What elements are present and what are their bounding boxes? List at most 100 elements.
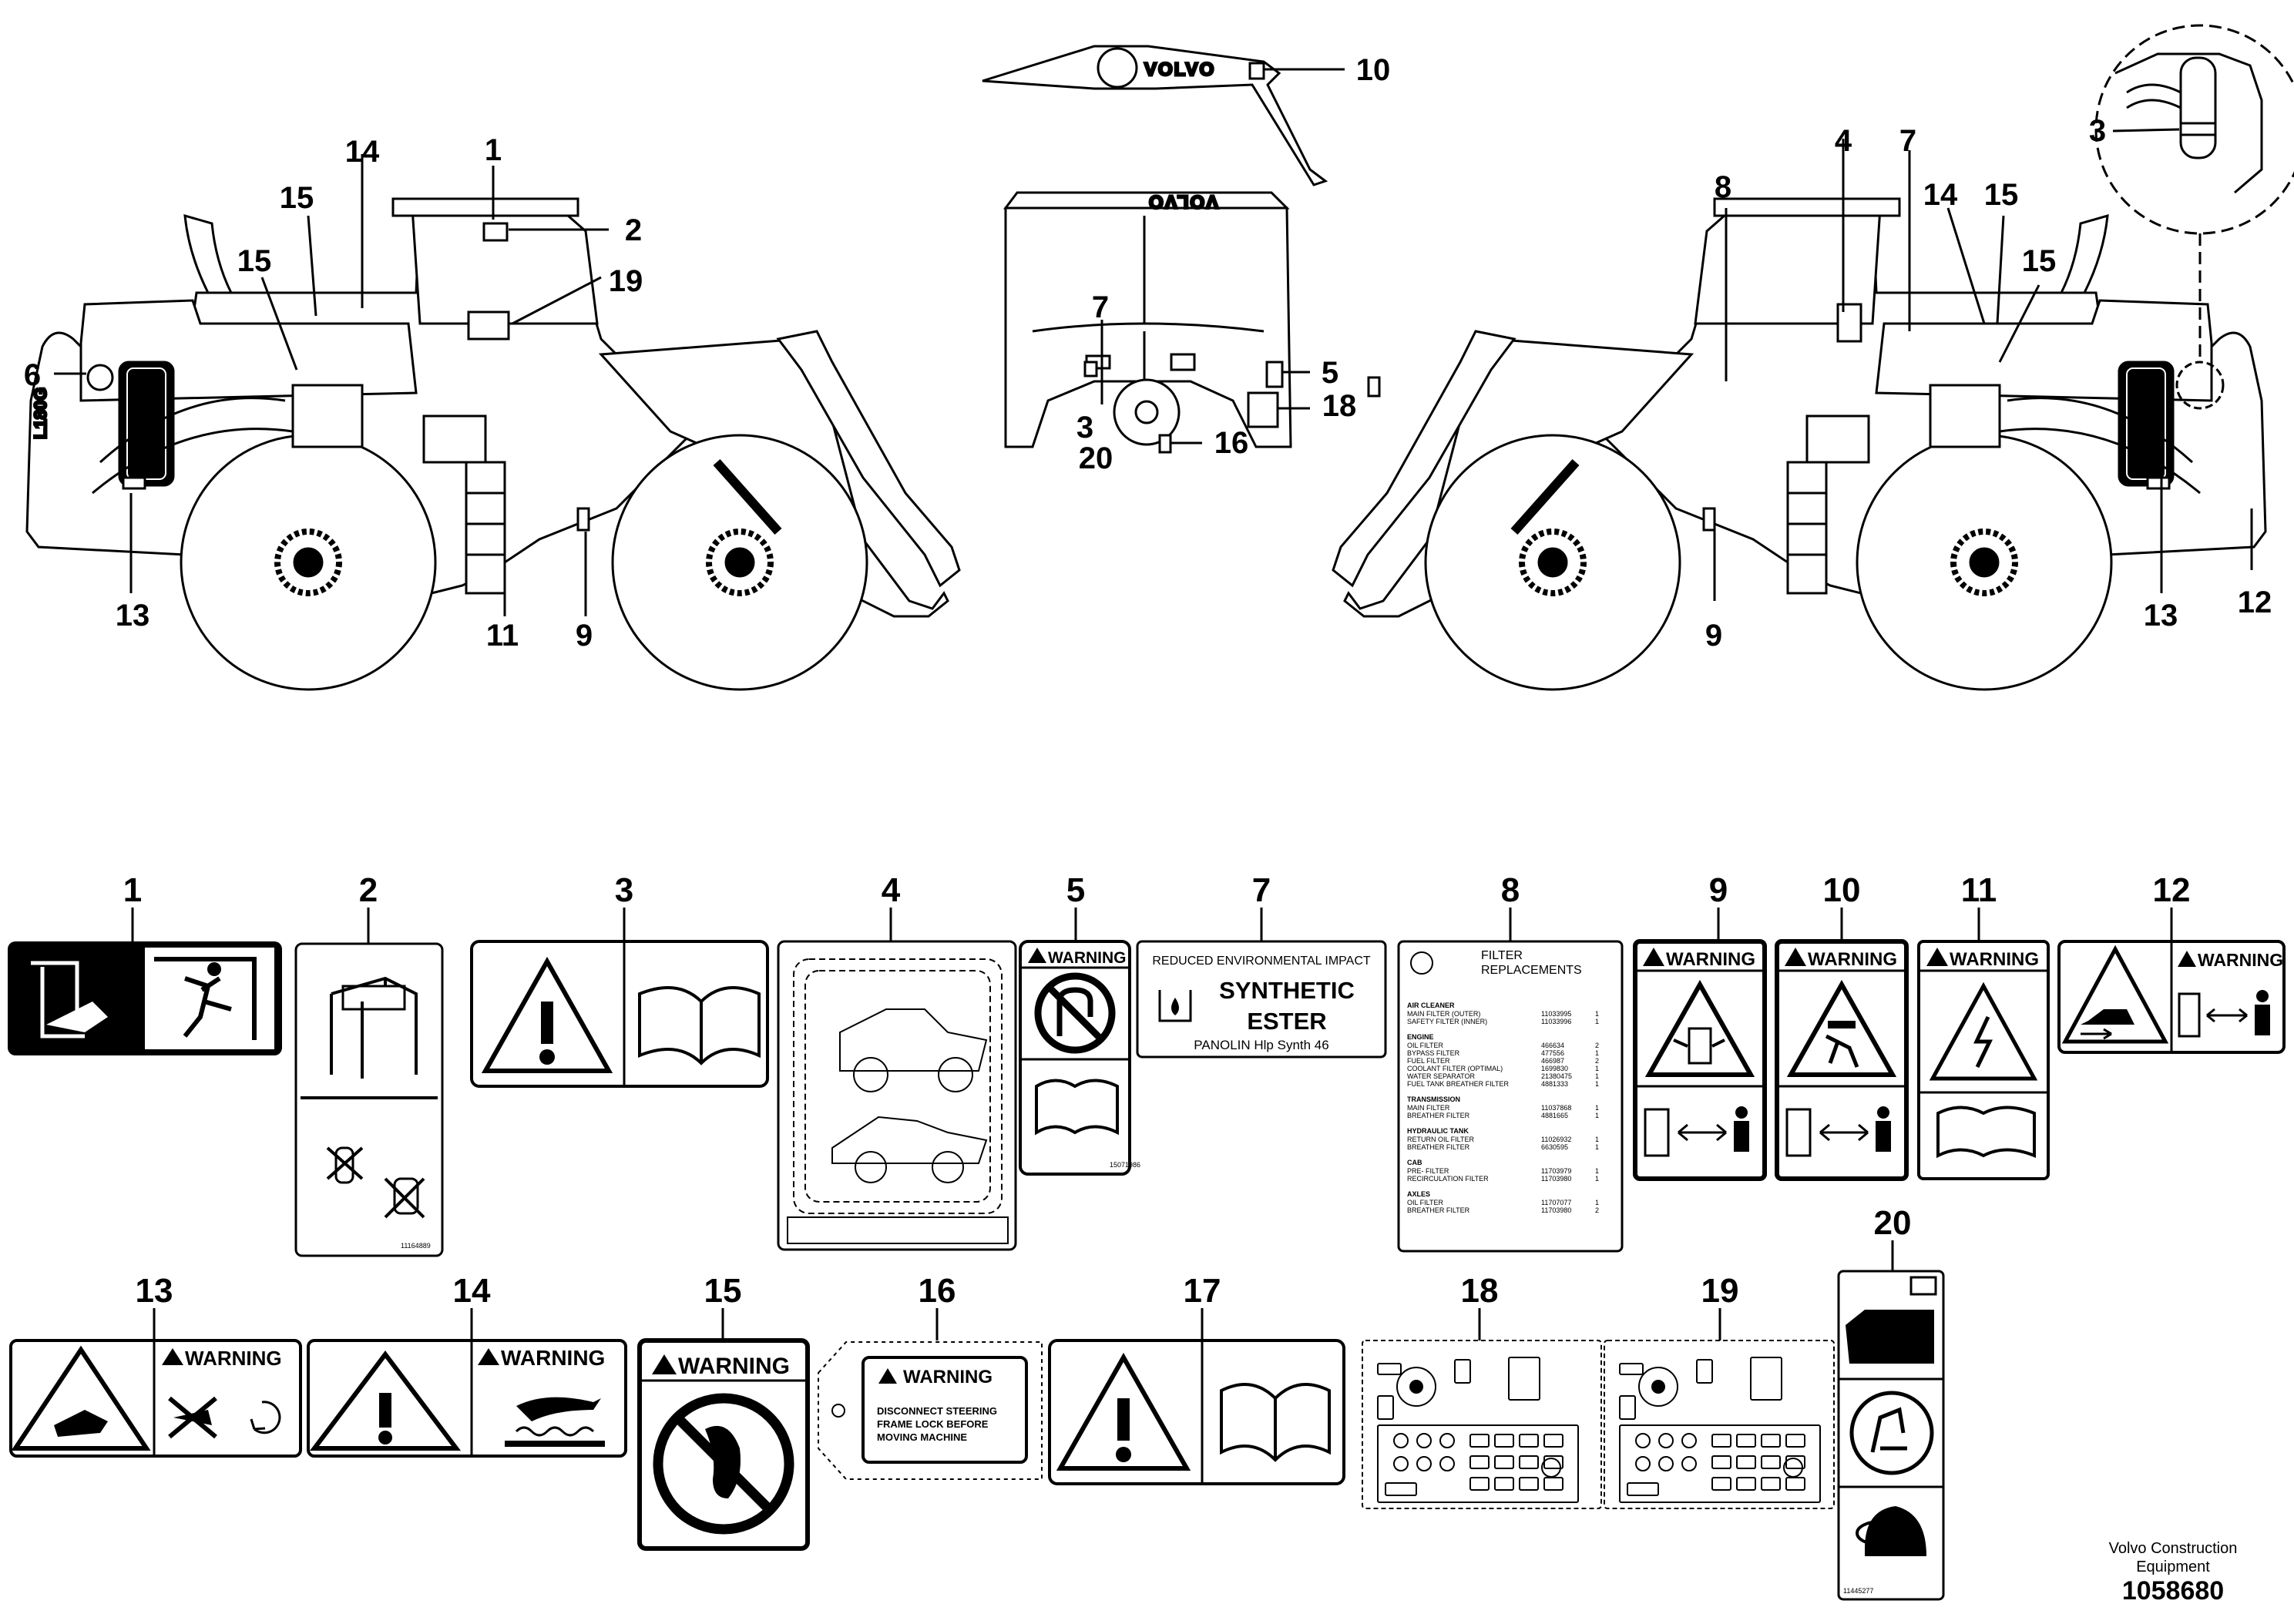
panel-shape: [1736, 1477, 1756, 1491]
filter-row-4-0-col1: 11703979: [1541, 1167, 1571, 1175]
decal-9-warning: WARNING: [1666, 949, 1755, 970]
decal-20: 20 11445277: [1837, 1204, 1945, 1601]
callout-3-inset: 3: [2089, 114, 2106, 148]
panel-shape: [1396, 1367, 1436, 1407]
top-callouts: 1 2 14 15 15 19 6 13 11 9 10 7 5 18 3 20…: [24, 53, 2272, 653]
filter-row-2-1-col0: BREATHER FILTER: [1407, 1112, 1470, 1119]
panel-shape: [1519, 1455, 1539, 1469]
decal-16-number: 16: [919, 1272, 956, 1310]
decal-17-number: 17: [1184, 1272, 1221, 1310]
callout-19: 19: [609, 264, 643, 298]
filter-row-1-2-col0: FUEL FILTER: [1407, 1057, 1450, 1065]
panel-shape: [1543, 1434, 1563, 1448]
filter-row-4-1-col2: 1: [1595, 1175, 1599, 1183]
decal-1: 1: [8, 871, 282, 1055]
callout-3-cab: 3: [1076, 411, 1093, 445]
filter-row-3-1-col0: BREATHER FILTER: [1407, 1143, 1470, 1151]
panel-shape: [1508, 1357, 1540, 1401]
panel-shape: [1519, 1477, 1539, 1491]
decal-2: 2 11164889: [294, 871, 444, 1257]
decal-16-text2: FRAME LOCK BEFORE: [877, 1418, 989, 1430]
panel-shape: [1658, 1433, 1674, 1448]
callout-15-left-a: 15: [280, 181, 314, 215]
panel-shape: [1543, 1477, 1563, 1491]
decal-11-warning: WARNING: [1950, 949, 2039, 970]
callout-18-cab: 18: [1322, 389, 1357, 423]
filter-row-1-3-col2: 1: [1595, 1065, 1599, 1072]
filter-section-1: ENGINE: [1407, 1033, 1434, 1041]
decal-19-control-panel: [1619, 1357, 1821, 1503]
filter-section-0: AIR CLEANER: [1407, 1002, 1455, 1009]
filter-section-2: TRANSMISSION: [1407, 1096, 1460, 1103]
decal-7-line3: ESTER: [1247, 1008, 1326, 1035]
filter-row-0-0-col1: 11033995: [1541, 1010, 1571, 1018]
filter-row-1-4-col1: 21380475: [1541, 1072, 1572, 1080]
panel-shape: [1494, 1434, 1514, 1448]
loader-left-view: L180G: [25, 197, 961, 691]
filter-row-3-0-col2: 1: [1595, 1136, 1599, 1143]
filter-row-1-3-col0: COOLANT FILTER (OPTIMAL): [1407, 1065, 1503, 1072]
filter-section-5: AXLES: [1407, 1190, 1430, 1198]
loader-right-view: [1332, 197, 2267, 691]
panel-shape: [1635, 1433, 1651, 1448]
filter-section-3: HYDRAULIC TANK: [1407, 1127, 1469, 1135]
decal-8-title2: REPLACEMENTS: [1481, 964, 1582, 977]
panel-shape: [1619, 1363, 1644, 1375]
panel-shape: [1761, 1455, 1781, 1469]
decal-10-number: 10: [1823, 871, 1861, 909]
callout-8-right: 8: [1715, 170, 1731, 204]
decal-16: 16 WARNING DISCONNECT STEERING FRAME LOC…: [818, 1272, 1043, 1480]
panel-shape: [1711, 1477, 1731, 1491]
panel-shape: [1681, 1433, 1697, 1448]
callout-2: 2: [625, 213, 642, 247]
filter-row-1-2-col2: 2: [1595, 1057, 1599, 1065]
panel-shape: [1439, 1456, 1455, 1471]
decal-14-number: 14: [453, 1272, 491, 1310]
decal-9-number: 9: [1709, 871, 1728, 909]
panel-shape: [1469, 1455, 1490, 1469]
decal-13: 13 WARNING: [9, 1272, 302, 1458]
panel-shape: [1541, 1458, 1561, 1478]
callout-20-cab: 20: [1079, 441, 1113, 475]
filter-row-4-1-col0: RECIRCULATION FILTER: [1407, 1175, 1489, 1183]
filter-row-5-1-col1: 11703980: [1541, 1206, 1571, 1214]
filter-row-3-1-col2: 1: [1595, 1143, 1599, 1151]
company-line-2: Equipment: [2136, 1559, 2210, 1575]
decal-17: 17: [1048, 1272, 1345, 1485]
company-name: Volvo Construction Equipment: [2088, 1539, 2258, 1576]
decal-19-number: 19: [1701, 1272, 1739, 1310]
filter-row-3-0-col0: RETURN OIL FILTER: [1407, 1136, 1475, 1143]
decal-11-number: 11: [1961, 871, 1997, 909]
decal-16-text1: DISCONNECT STEERING: [877, 1405, 997, 1417]
cab-interior-view: VOLVO: [1003, 190, 1292, 454]
filter-row-1-0-col2: 2: [1595, 1042, 1599, 1049]
filter-row-1-3-col1: 1699830: [1541, 1065, 1568, 1072]
filter-row-5-1-col0: BREATHER FILTER: [1407, 1206, 1470, 1214]
panel-shape: [1469, 1477, 1490, 1491]
panel-shape: [1377, 1363, 1402, 1375]
decal-13-warning: WARNING: [185, 1347, 282, 1370]
callout-1: 1: [485, 133, 502, 167]
callout-14-left: 14: [345, 135, 380, 169]
loader-left-model: L180G: [31, 388, 50, 439]
decal-5-number: 5: [1066, 871, 1085, 909]
filter-row-2-0-col0: MAIN FILTER: [1407, 1104, 1450, 1112]
callout-6: 6: [24, 358, 41, 392]
panel-shape: [1619, 1395, 1636, 1420]
panel-shape: [1494, 1455, 1514, 1469]
filter-row-5-0-col1: 11707077: [1541, 1199, 1571, 1206]
filter-row-1-5-col2: 1: [1595, 1080, 1599, 1088]
decal-13-number: 13: [136, 1272, 173, 1310]
filter-row-2-1-col1: 4881665: [1541, 1112, 1568, 1119]
decal-8-title1: FILTER: [1481, 949, 1523, 962]
filter-row-1-5-col0: FUEL TANK BREATHER FILTER: [1407, 1080, 1510, 1088]
callout-15-right-b: 15: [2022, 244, 2057, 278]
panel-shape: [1696, 1359, 1713, 1384]
filter-row-1-4-col2: 1: [1595, 1072, 1599, 1080]
callout-16-cab: 16: [1214, 426, 1249, 460]
decal-19: 19: [1604, 1272, 1835, 1509]
filter-row-1-1-col0: BYPASS FILTER: [1407, 1049, 1460, 1057]
filter-section-4: CAB: [1407, 1159, 1422, 1166]
callout-14-right: 14: [1923, 178, 1958, 212]
filter-row-5-0-col0: OIL FILTER: [1407, 1199, 1444, 1206]
